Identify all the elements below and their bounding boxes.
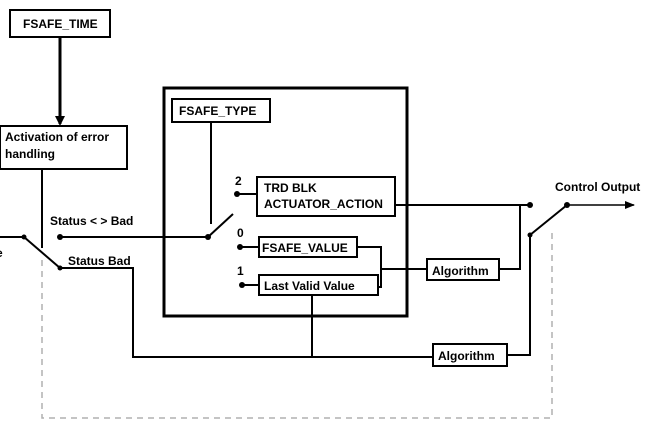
contact-1-dot [239, 282, 245, 288]
last-valid-value-box [258, 274, 379, 296]
contact-1-label: 1 [237, 264, 244, 278]
fsafe-value-output-wire [357, 246, 382, 288]
contact-0-dot [237, 244, 243, 250]
error-handling-box [0, 125, 128, 170]
fsafe-type-label: FSAFE_TYPE [179, 104, 256, 118]
status-switch-arm [23, 236, 61, 269]
output-switch-top-contact [527, 202, 533, 208]
algorithm-lower-label: Algorithm [438, 349, 495, 363]
left-edge-fragment: e [0, 246, 3, 260]
fsafe-time-label: FSAFE_TIME [23, 17, 98, 31]
algorithm-lower-output-wire [507, 235, 531, 356]
output-switch-arm [529, 204, 568, 236]
fsafe-value-label: FSAFE_VALUE [262, 241, 348, 255]
selector-frame [162, 86, 409, 318]
contact-2-label: 2 [235, 174, 242, 188]
status-switch-pivot [21, 234, 27, 240]
error-handling-label-line1: Activation of error [5, 130, 109, 144]
selector-switch-arm [207, 213, 234, 238]
status-bad-label: Status Bad [68, 254, 131, 268]
trd-blk-label-line1: TRD BLK [264, 181, 317, 195]
selector-switch-pivot [205, 234, 211, 240]
algorithm-upper-label: Algorithm [432, 264, 489, 278]
contact-0-label: 0 [237, 226, 244, 240]
last-valid-value-label: Last Valid Value [264, 279, 355, 293]
algorithm-upper-output-wire [499, 205, 521, 270]
trd-blk-label-line2: ACTUATOR_ACTION [264, 197, 383, 211]
fsafe-type-box [171, 98, 271, 123]
error-handling-label-line2: handling [5, 147, 55, 161]
status-not-bad-label: Status < > Bad [50, 214, 133, 228]
contact-2-dot [234, 191, 240, 197]
dashed-feedback-line [41, 232, 553, 419]
control-output-label: Control Output [555, 180, 640, 194]
status-bad-wire [60, 267, 433, 358]
trd-blk-box [256, 176, 396, 217]
